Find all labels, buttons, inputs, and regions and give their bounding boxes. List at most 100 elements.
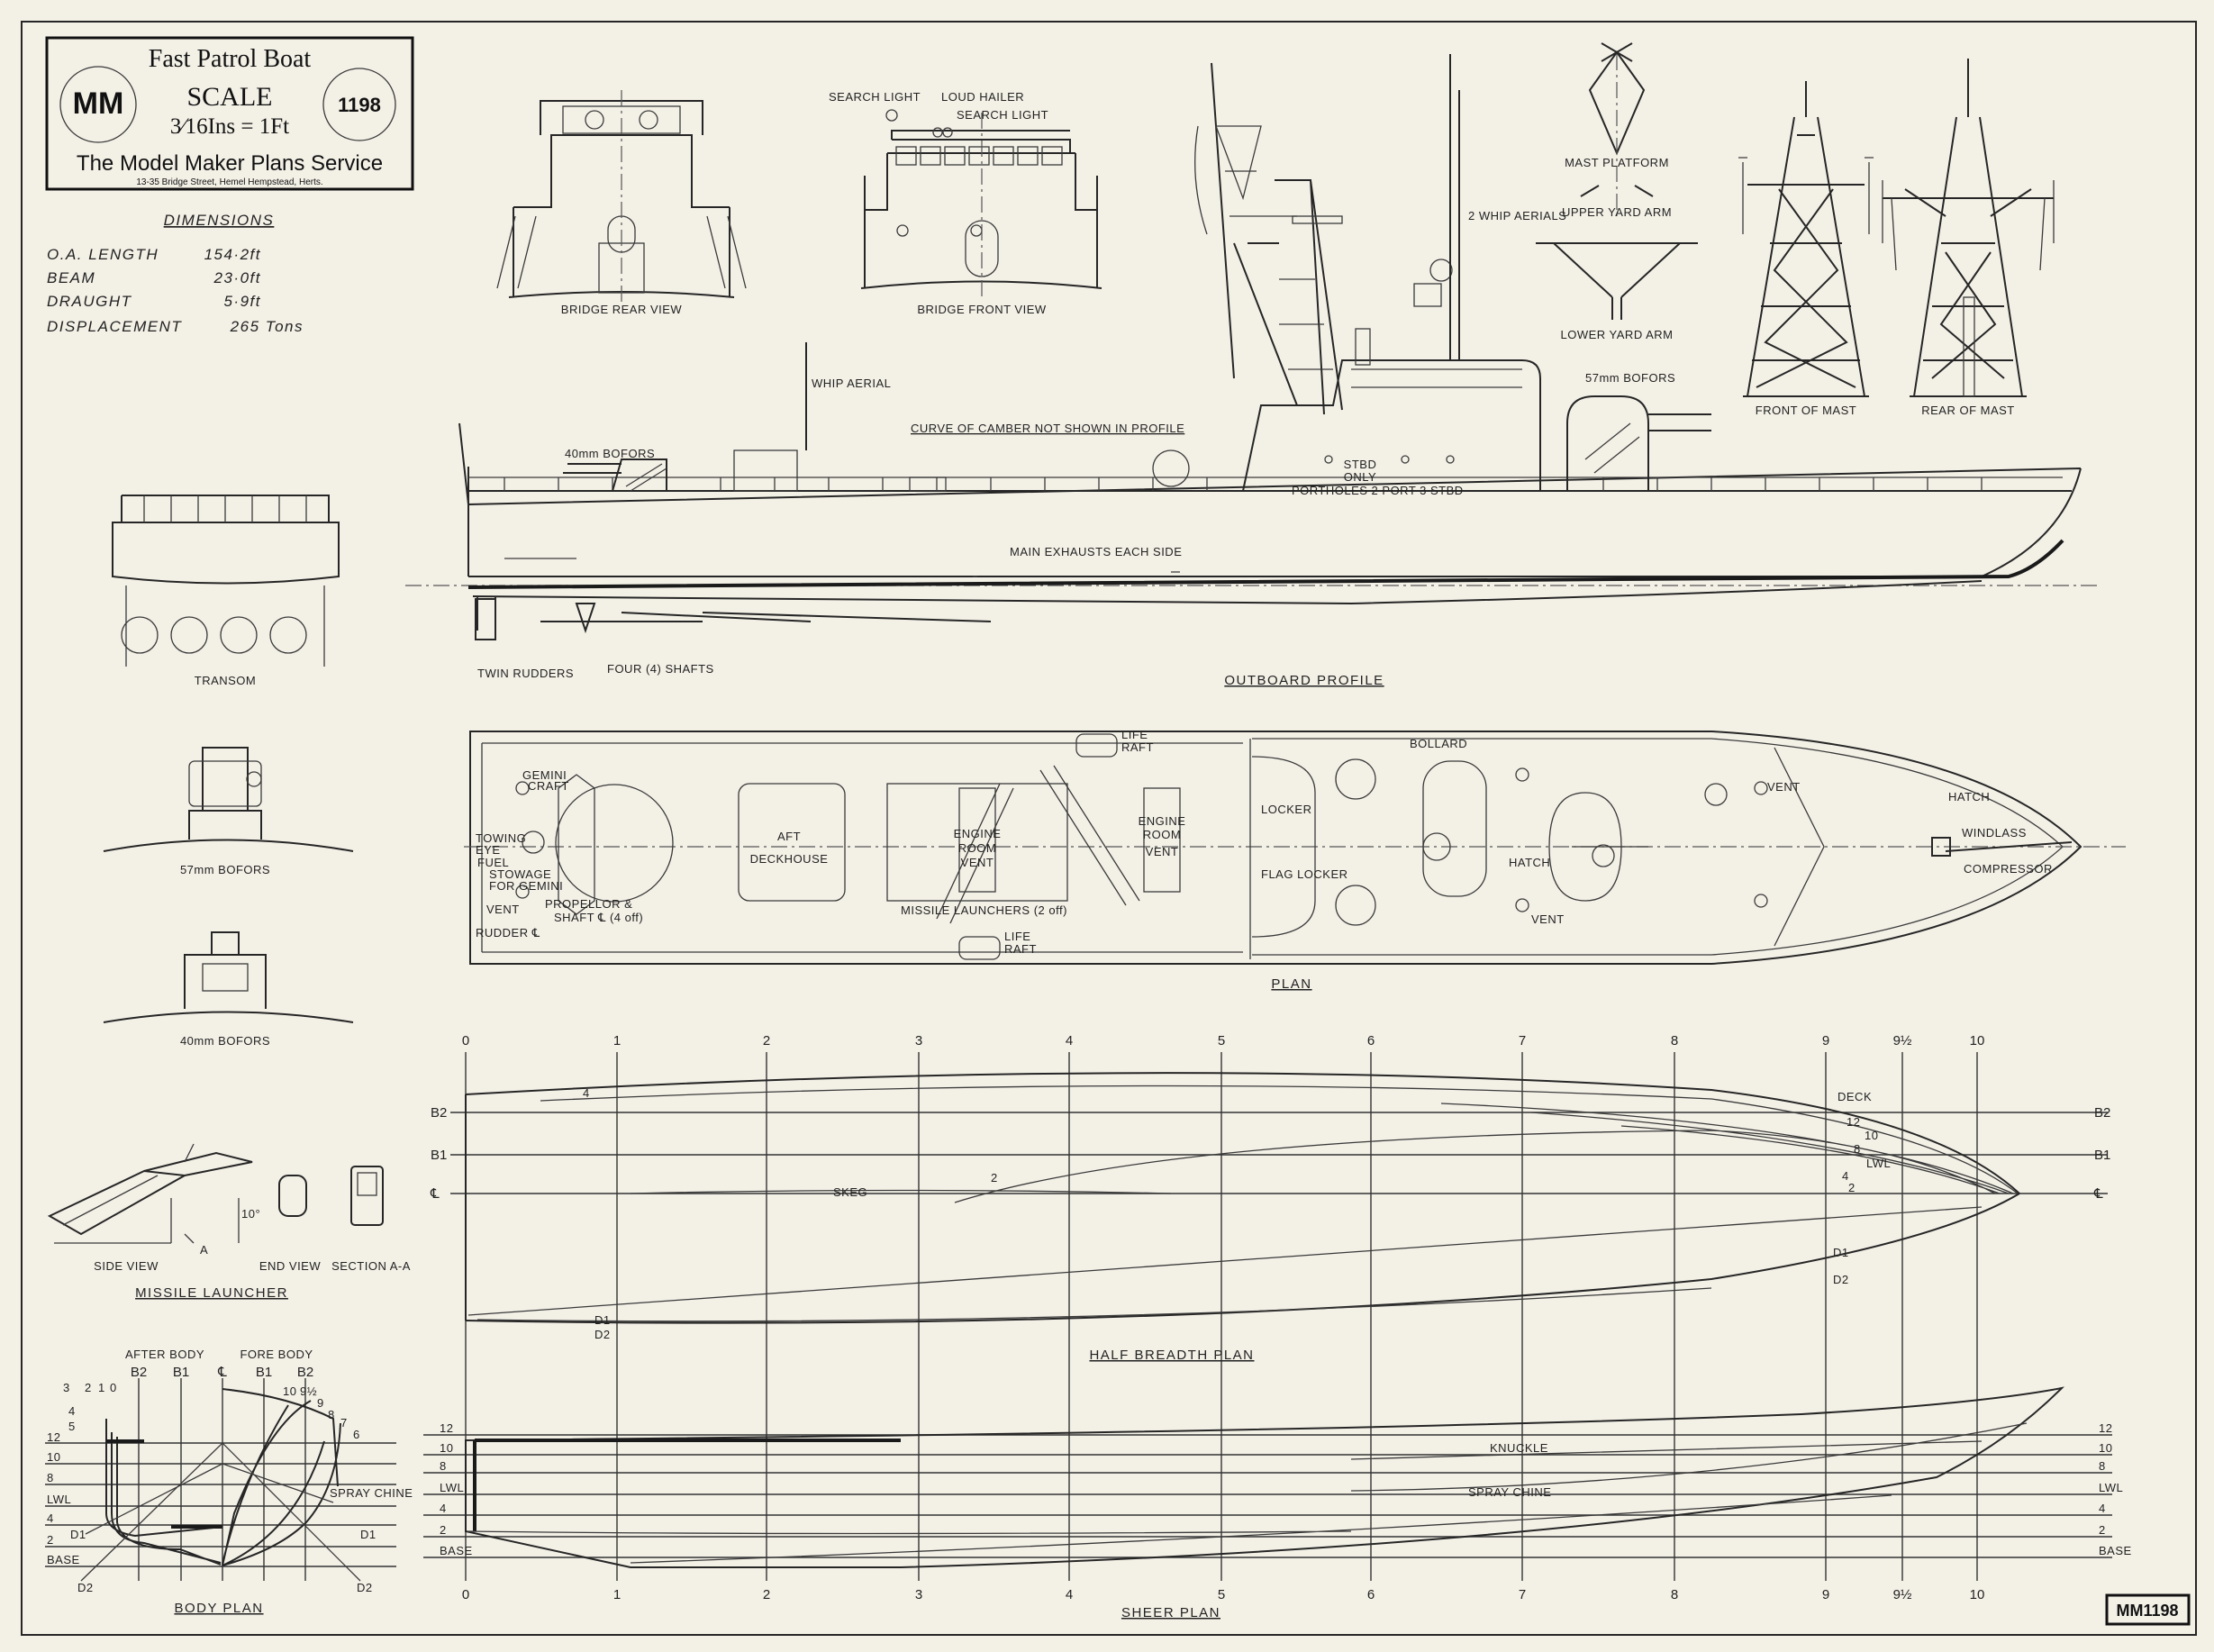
station-label: 3 [63, 1381, 70, 1394]
section-label: SECTION A-A [331, 1259, 411, 1273]
shafts-label: FOUR (4) SHAFTS [607, 662, 714, 676]
upper-yard-arm-label: UPPER YARD ARM [1562, 205, 1672, 219]
front-of-mast-view: FRONT OF MAST [1738, 81, 1874, 417]
aft-deckhouse-label: AFT [777, 830, 801, 843]
station-number: 9½ [1893, 1033, 1912, 1048]
station-label: 9½ [300, 1384, 317, 1398]
bridge-rear-view-label: BRIDGE REAR VIEW [561, 303, 683, 316]
hb-title: HALF BREADTH PLAN [1089, 1348, 1254, 1363]
gemini-craft-label: GEMINI [522, 768, 567, 782]
waterline-label: LWL [47, 1493, 71, 1506]
waterline-label: BASE [2099, 1544, 2132, 1557]
dim-label: BEAM [47, 269, 95, 286]
twin-rudders-label: TWIN RUDDERS [477, 667, 574, 680]
station-number: 1 [613, 1033, 621, 1048]
search-light-label: SEARCH LIGHT [957, 108, 1048, 122]
hatch-label: HATCH [1948, 790, 1990, 803]
waterline-label: 2 [47, 1533, 54, 1547]
station-number: 7 [1519, 1033, 1526, 1048]
wl-label: 4 [583, 1086, 590, 1100]
locker-label: LOCKER [1261, 803, 1311, 816]
station-number: 2 [763, 1033, 770, 1048]
station-label: 10 [283, 1384, 296, 1398]
station-number: 4 [1066, 1033, 1073, 1048]
station-label: 7 [340, 1416, 348, 1430]
diagonal-label: D1 [1833, 1246, 1849, 1259]
station-label: 4 [68, 1404, 76, 1418]
fuel-stowage-label: FOR GEMINI [489, 879, 563, 893]
towing-eye-label: TOWING [476, 831, 526, 845]
address: 13-35 Bridge Street, Hemel Hempstead, He… [136, 177, 322, 187]
lower-yard-arm-label: LOWER YARD ARM [1561, 328, 1674, 341]
propellor-label: SHAFT ℄ (4 off) [554, 911, 643, 924]
hatch-label: HATCH [1509, 856, 1550, 869]
vent-label: VENT [1767, 780, 1801, 794]
bofors-40-label: 40mm BOFORS [565, 447, 655, 460]
stbd-only-label: ONLY [1344, 470, 1376, 484]
wl-label: 2 [1848, 1181, 1856, 1194]
mm-logo-circle [59, 66, 137, 143]
station-label: 2 [85, 1381, 92, 1394]
diagonal-label: D2 [357, 1581, 373, 1594]
life-raft-label: RAFT [1121, 740, 1154, 754]
publisher: The Model Maker Plans Service [77, 151, 383, 176]
station-label: 6 [353, 1428, 360, 1441]
dim-value: 154·2ft [204, 246, 261, 263]
buttock-label: B2 [131, 1365, 147, 1380]
station-number: 10 [1970, 1033, 1985, 1048]
waterline-label: 4 [47, 1511, 54, 1525]
after-body-label: AFTER BODY [125, 1348, 204, 1361]
missile-launchers-label: MISSILE LAUNCHERS (2 off) [901, 903, 1067, 917]
dimensions-table: DIMENSIONS O.A. LENGTH 154·2ft BEAM 23·0… [47, 212, 303, 335]
wl-label: 8 [1854, 1142, 1861, 1156]
station-label: 0 [110, 1381, 117, 1394]
dim-label: DISPLACEMENT [47, 318, 182, 335]
fuel-stowage-label: STOWAGE [489, 867, 551, 881]
station-number: 3 [915, 1033, 922, 1048]
station-number: 9½ [1893, 1587, 1912, 1602]
transom-view: TRANSOM [112, 495, 340, 687]
dim-label: O.A. LENGTH [47, 246, 159, 263]
plan-title: PLAN [1271, 976, 1311, 992]
wl-label: 2 [991, 1171, 998, 1185]
waterline-label: BASE [47, 1553, 80, 1566]
vent-label: VENT [486, 903, 520, 916]
waterline-label: 12 [47, 1430, 60, 1444]
compressor-label: COMPRESSOR [1964, 862, 2053, 876]
life-raft-label: RAFT [1004, 942, 1037, 956]
engine-room-vent-label: ENGINE [954, 827, 1002, 840]
life-raft-label: LIFE [1121, 728, 1148, 741]
station-number: 7 [1519, 1587, 1526, 1602]
station-number: 0 [462, 1587, 469, 1602]
buttock-label: B1 [256, 1365, 272, 1380]
mm-logo: MM [73, 86, 124, 121]
station-number: 9 [1822, 1587, 1829, 1602]
waterline-label: 12 [440, 1421, 453, 1435]
spray-chine-label: SPRAY CHINE [1468, 1485, 1551, 1499]
rudder-label: RUDDER ℄ [476, 926, 540, 939]
bofors-57-view: 57mm BOFORS [103, 747, 354, 876]
transom-label: TRANSOM [195, 674, 257, 687]
wl-label: LWL [1866, 1157, 1891, 1170]
mast-details: MAST PLATFORM UPPER YARD ARM LOWER YARD … [1536, 42, 1698, 341]
waterline-label: 4 [440, 1502, 447, 1515]
station-label: 9 [317, 1396, 324, 1410]
fuel-stowage-label: FUEL [477, 856, 509, 869]
skeg-label: SKEG [833, 1185, 867, 1199]
station-number: 10 [1970, 1587, 1985, 1602]
propellor-label: PROPELLOR & [545, 897, 632, 911]
scale-label: SCALE [186, 82, 272, 112]
engine-room-vent-label: ROOM [958, 841, 996, 855]
waterline-label: BASE [440, 1544, 473, 1557]
deck-label: DECK [1837, 1090, 1872, 1103]
vent-label: VENT [1531, 912, 1565, 926]
diagonal-label: D1 [70, 1528, 86, 1541]
station-number: 6 [1367, 1033, 1375, 1048]
buttock-label: ℄ [217, 1365, 227, 1380]
mast-platform-label: MAST PLATFORM [1565, 156, 1669, 169]
bofors-40-view: 40mm BOFORS [103, 931, 354, 1048]
